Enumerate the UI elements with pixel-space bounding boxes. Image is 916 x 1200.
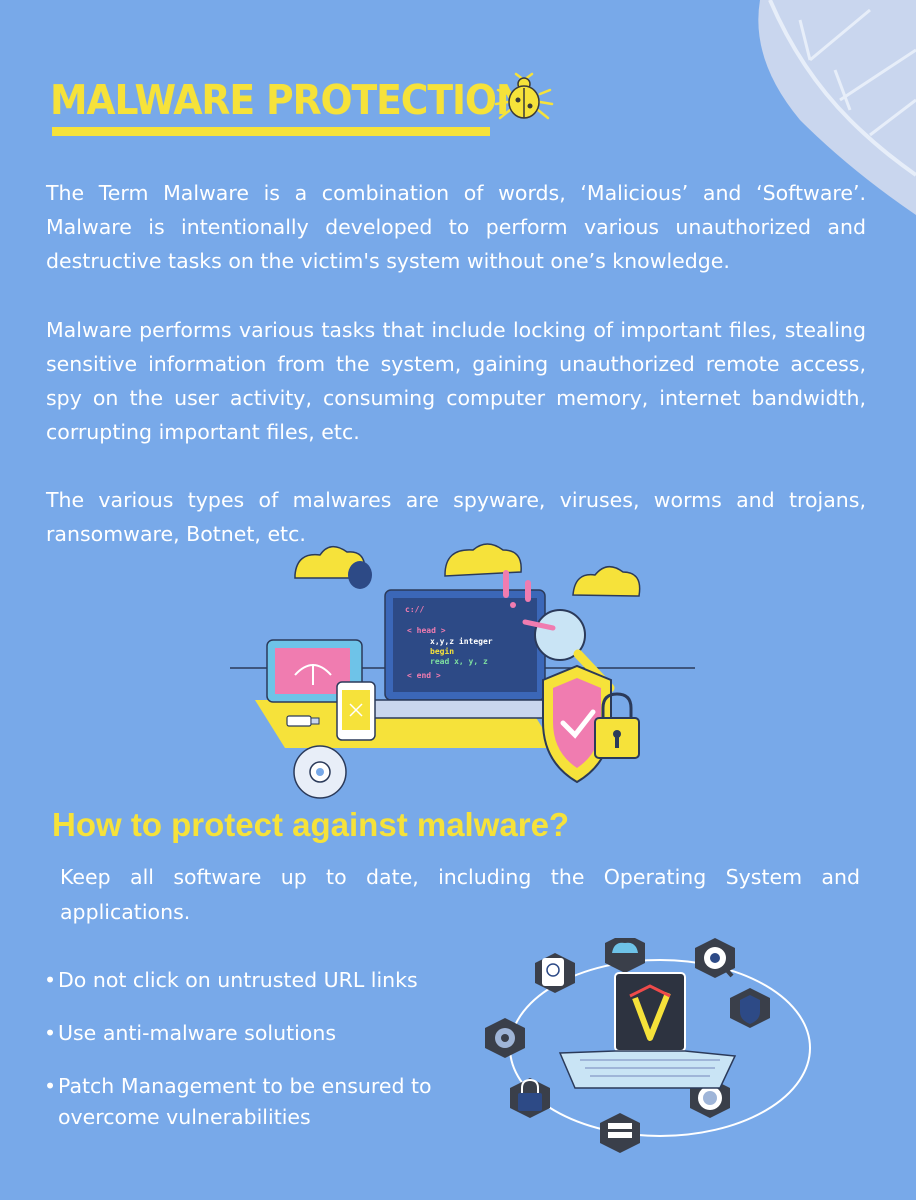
code-line-5: read x, y, z bbox=[430, 657, 488, 666]
bullet-text: Use anti-malware solutions bbox=[58, 1021, 337, 1045]
bullet-item: • Patch Management to be ensured to over… bbox=[44, 1071, 464, 1133]
leaf-decoration bbox=[758, 0, 916, 215]
bullet-text: Patch Management to be ensured to overco… bbox=[58, 1074, 432, 1129]
bullet-dot: • bbox=[44, 1074, 57, 1098]
malware-illustration: c:// < head > x,y,z integer begin read x… bbox=[230, 543, 695, 799]
bullet-dot: • bbox=[44, 968, 57, 992]
page-title: MALWARE PROTECTION bbox=[50, 76, 527, 124]
intro-paragraph-tasks: Malware performs various tasks that incl… bbox=[46, 318, 866, 444]
code-line-2: < head > bbox=[407, 626, 446, 635]
code-line-4: begin bbox=[430, 646, 454, 656]
intro-paragraph-types: The various types of malwares are spywar… bbox=[46, 488, 866, 546]
bug-icon bbox=[494, 72, 554, 120]
code-line-6: < end > bbox=[407, 671, 441, 680]
protect-intro: Keep all software up to date, including … bbox=[60, 865, 860, 924]
bullet-text: Do not click on untrusted URL links bbox=[58, 968, 418, 992]
protect-heading: How to protect against malware? bbox=[52, 806, 570, 843]
intro-paragraph-definition: The Term Malware is a combination of wor… bbox=[46, 181, 866, 273]
bullet-item: • Do not click on untrusted URL links bbox=[44, 965, 418, 996]
bullet-dot: • bbox=[44, 1021, 57, 1045]
security-network-illustration bbox=[485, 938, 811, 1153]
code-line-3: x,y,z integer bbox=[430, 636, 493, 646]
code-line-1: c:// bbox=[405, 605, 424, 614]
bullet-item: • Use anti-malware solutions bbox=[44, 1018, 336, 1049]
title-underline bbox=[52, 127, 490, 136]
